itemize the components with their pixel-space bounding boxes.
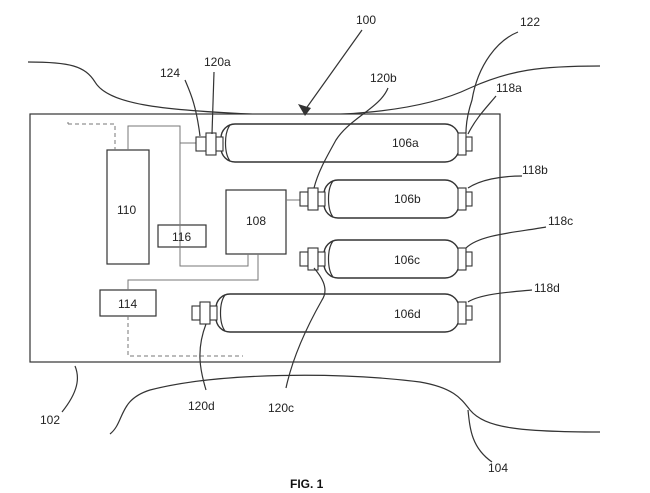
leader-120a	[211, 71, 215, 135]
arrow-100	[298, 104, 311, 116]
wire-dashed-top	[67, 122, 116, 150]
label-120a: 120a	[204, 55, 231, 69]
wire-controller-left	[179, 143, 249, 267]
module-116-block	[157, 224, 207, 248]
leader-124	[184, 79, 201, 137]
label-122: 122	[520, 15, 540, 29]
label-118a: 118a	[496, 81, 522, 95]
roller-106b	[299, 179, 473, 219]
label-116: 116	[172, 230, 191, 244]
label-114: 114	[118, 297, 137, 311]
leader-118b	[467, 175, 523, 189]
label-118c: 118c	[548, 214, 573, 228]
label-102: 102	[40, 413, 60, 427]
leader-122	[465, 31, 519, 134]
figure-caption: FIG. 1	[290, 477, 324, 491]
label-106c: 106c	[394, 253, 420, 267]
label-106d: 106d	[394, 307, 421, 321]
label-106b: 106b	[394, 192, 421, 206]
leader-100	[304, 29, 363, 111]
roller-106c	[299, 239, 473, 279]
label-104: 104	[488, 461, 508, 475]
label-120d: 120d	[188, 399, 215, 413]
label-120b: 120b	[370, 71, 397, 85]
leader-118a	[467, 95, 497, 135]
leader-118d	[467, 289, 533, 303]
label-108: 108	[246, 214, 266, 228]
label-110: 110	[117, 203, 136, 217]
leader-118c	[465, 226, 547, 249]
label-124: 124	[160, 66, 180, 80]
leader-120c	[285, 267, 326, 389]
controller-block	[225, 189, 287, 255]
wire-controller-down	[127, 254, 259, 290]
battery-block	[106, 149, 150, 265]
roller-106a	[195, 123, 473, 163]
wire-battery-to-roller	[127, 125, 208, 150]
lower-surface-curve	[109, 374, 601, 435]
leader-102	[61, 365, 78, 413]
label-118b: 118b	[522, 163, 548, 177]
label-118d: 118d	[534, 281, 560, 295]
leader-104	[467, 409, 493, 463]
roller-106d	[191, 293, 473, 333]
label-100: 100	[356, 13, 376, 27]
leader-120d	[199, 323, 207, 391]
label-106a: 106a	[392, 136, 419, 150]
label-120c: 120c	[268, 401, 294, 415]
leader-120b	[313, 87, 389, 189]
